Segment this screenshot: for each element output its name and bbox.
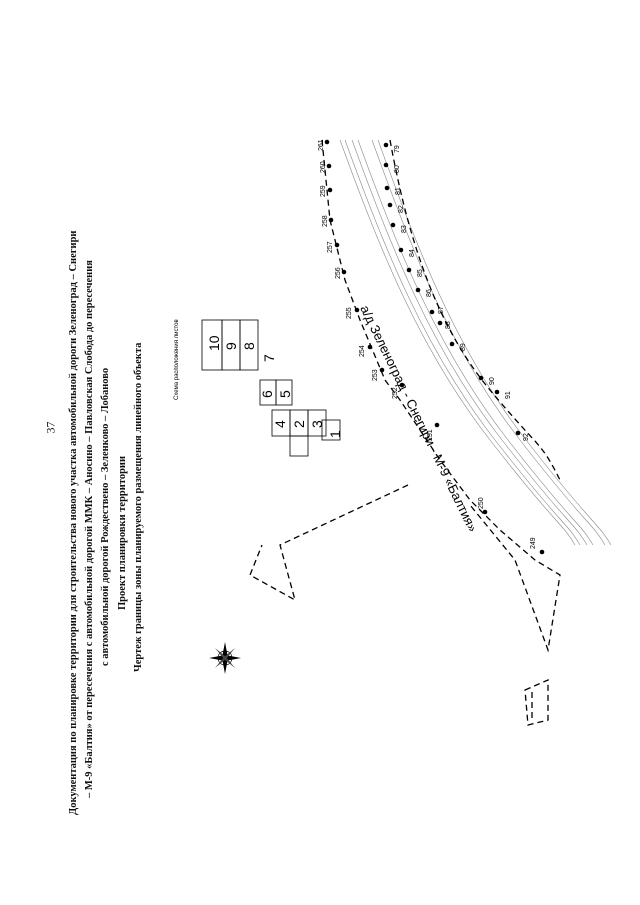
- sheet-1: 1: [327, 430, 343, 438]
- point-259: 259: [320, 185, 327, 197]
- point-92: 92: [523, 433, 530, 441]
- sheet-3: 3: [309, 420, 325, 428]
- point-249: 249: [530, 537, 537, 549]
- sheet-2: 2: [291, 420, 307, 428]
- point-255: 255: [346, 307, 353, 319]
- point-83: 83: [401, 225, 408, 233]
- point-261: 261: [318, 139, 325, 151]
- point-90: 90: [489, 377, 496, 385]
- point-84: 84: [409, 249, 416, 257]
- sheet-4: 4: [272, 420, 288, 428]
- sheet-7: 7: [261, 354, 277, 362]
- sheet-scheme-title: Схема расположения листов: [174, 319, 180, 400]
- sheet-6: 6: [259, 390, 275, 398]
- point-251: 251: [427, 429, 434, 441]
- point-252: 252: [392, 387, 399, 399]
- point-89: 89: [460, 343, 467, 351]
- point-256: 256: [335, 267, 342, 279]
- point-82: 82: [398, 205, 405, 213]
- point-79: 79: [394, 145, 401, 153]
- point-87: 87: [438, 306, 445, 314]
- sheet-10: 10: [206, 335, 222, 351]
- point-80: 80: [394, 165, 401, 173]
- point-254: 254: [359, 345, 366, 357]
- point-260: 260: [320, 161, 327, 173]
- road-lines: [339, 139, 612, 546]
- left-points: [324, 139, 545, 555]
- point-250: 250: [478, 497, 485, 509]
- sheet-8: 8: [241, 342, 257, 350]
- point-88: 88: [445, 321, 452, 329]
- sheet-scheme: Схема расположения листов 10 9 8 7 6 5 4…: [174, 319, 343, 457]
- point-258: 258: [322, 215, 329, 227]
- right-point-labels: 79 80 81 82 83 84 85 86 87 88 89 90 91 9…: [394, 145, 530, 441]
- left-point-labels: 249 250 251 252 253 254 255 256 257 258 …: [318, 139, 537, 549]
- zone-boundary: [249, 139, 561, 726]
- sheet-5: 5: [277, 390, 293, 398]
- compass-rose-icon: [209, 642, 241, 674]
- right-points: [383, 142, 521, 436]
- point-91: 91: [505, 391, 512, 399]
- point-257: 257: [327, 241, 334, 253]
- point-81: 81: [395, 187, 402, 195]
- point-86: 86: [426, 289, 433, 297]
- point-85: 85: [417, 269, 424, 277]
- sheet-9: 9: [223, 342, 239, 350]
- point-253: 253: [372, 369, 379, 381]
